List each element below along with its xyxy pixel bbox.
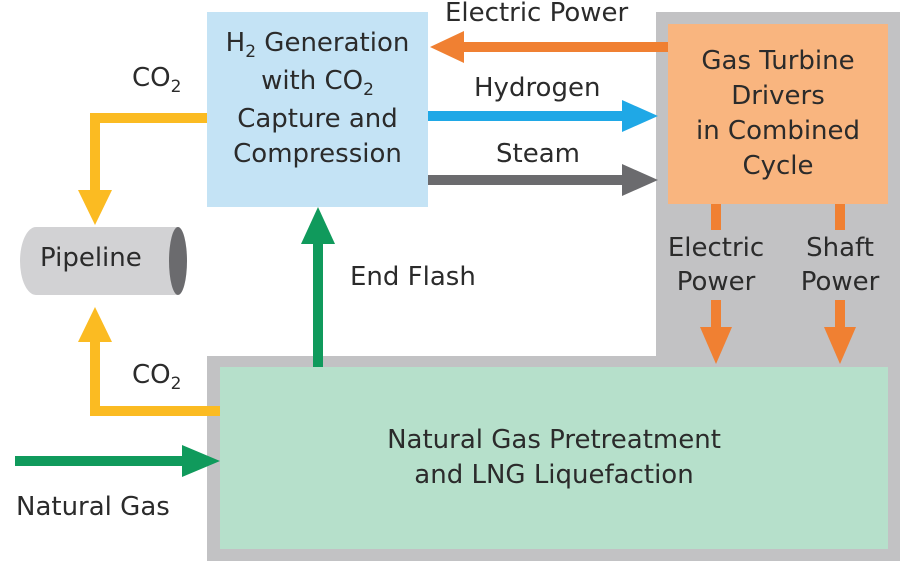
lng-box [220, 367, 888, 549]
electric-power-down-label: Electric Power [664, 233, 768, 297]
end-flash-arrow [301, 207, 335, 367]
shaft-power-line2: Power [800, 267, 880, 297]
h2-label-line1: H2 Generation [225, 28, 410, 62]
h2-label-line3: Capture and [237, 104, 398, 134]
shaft-power-line1: Shaft [806, 233, 874, 263]
h2-label-line2: with CO2 [261, 66, 374, 100]
steam-arrow [428, 164, 658, 196]
electric-power-down-arrow [700, 204, 732, 364]
end-flash-label: End Flash [350, 262, 476, 292]
co2-top-label: CO2 [132, 63, 182, 97]
shaft-power-label: Shaft Power [792, 233, 888, 297]
hydrogen-arrow [428, 100, 658, 132]
steam-label: Steam [496, 139, 580, 169]
electric-power-down-line1: Electric [667, 233, 765, 263]
electric-power-down-line2: Power [676, 267, 756, 297]
turbine-label-line1: Gas Turbine [701, 46, 855, 76]
turbine-label-line2: Drivers [731, 81, 825, 111]
co2-to-pipeline-arrow-top [78, 113, 207, 225]
lng-label-line1: Natural Gas Pretreatment [387, 425, 721, 455]
natural-gas-arrow [15, 445, 220, 477]
electric-power-top-label: Electric Power [445, 0, 629, 28]
natural-gas-label: Natural Gas [16, 492, 170, 522]
h2-generation-box [207, 12, 428, 207]
gas-turbine-box [668, 24, 888, 204]
co2-bottom-label: CO2 [132, 360, 182, 394]
pipeline-label: Pipeline [40, 243, 142, 273]
lng-label: Natural Gas Pretreatment and LNG Liquefa… [220, 367, 888, 549]
shaft-power-arrow [824, 204, 856, 364]
pipeline-shape [20, 227, 187, 295]
lng-label-line2: and LNG Liquefaction [414, 460, 694, 490]
gas-turbine-label: Gas Turbine Drivers in Combined Cycle [668, 24, 888, 204]
turbine-label-line3: in Combined [695, 116, 861, 146]
co2-to-pipeline-arrow-bottom [78, 307, 220, 416]
hydrogen-label: Hydrogen [474, 73, 601, 103]
electric-power-arrow [430, 31, 668, 63]
h2-generation-label: H2 Generation with CO2 Capture and Compr… [207, 14, 428, 184]
h2-label-line4: Compression [233, 139, 402, 169]
turbine-label-line4: Cycle [742, 151, 814, 181]
